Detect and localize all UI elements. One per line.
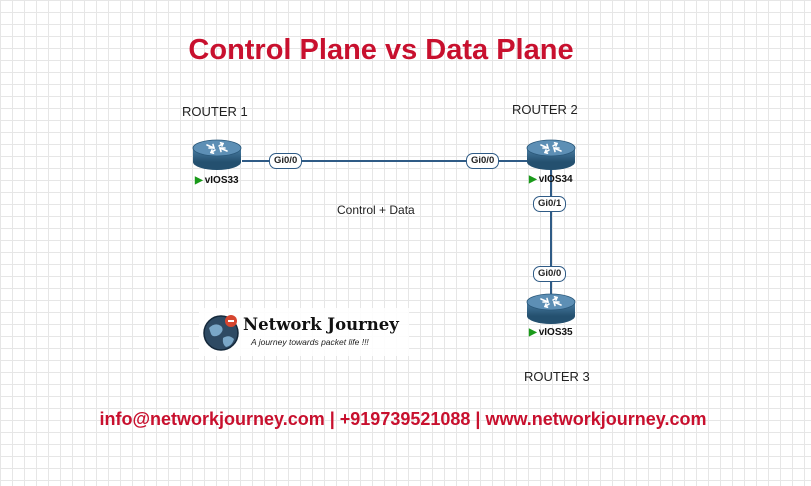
- link-label: Control + Data: [337, 203, 415, 217]
- running-status-icon: ▶: [195, 175, 203, 186]
- running-status-icon: ▶: [529, 174, 537, 185]
- router-icon[interactable]: [192, 139, 242, 170]
- node-name-text: vIOS35: [538, 327, 573, 338]
- port-label-r2-gi0-1[interactable]: Gi0/1: [533, 196, 567, 212]
- page-title: Control Plane vs Data Plane: [188, 34, 574, 66]
- node-name-vios33[interactable]: ▶vIOS33: [195, 175, 239, 186]
- router-3-label: ROUTER 3: [524, 369, 590, 384]
- router-2-label: ROUTER 2: [512, 102, 578, 117]
- node-name-vios34[interactable]: ▶vIOS34: [529, 174, 573, 185]
- router-1-label: ROUTER 1: [182, 104, 248, 119]
- port-label-r1-gi0-0[interactable]: Gi0/0: [269, 153, 303, 169]
- contact-footer: info@networkjourney.com | +919739521088 …: [99, 409, 707, 429]
- logo-tagline: A journey towards packet life !!!: [251, 337, 369, 347]
- node-name-text: vIOS33: [204, 175, 239, 186]
- node-name-vios35[interactable]: ▶vIOS35: [529, 327, 573, 338]
- port-label-r3-gi0-0[interactable]: Gi0/0: [533, 266, 567, 282]
- router-icon[interactable]: [526, 139, 576, 170]
- globe-icon: [203, 315, 239, 351]
- running-status-icon: ▶: [529, 327, 537, 338]
- router-icon[interactable]: [526, 293, 576, 324]
- brand-logo: Network Journey A journey towards packet…: [199, 308, 409, 356]
- node-name-text: vIOS34: [538, 174, 573, 185]
- port-label-r2-gi0-0[interactable]: Gi0/0: [466, 153, 500, 169]
- logo-brand-text: Network Journey: [243, 315, 399, 334]
